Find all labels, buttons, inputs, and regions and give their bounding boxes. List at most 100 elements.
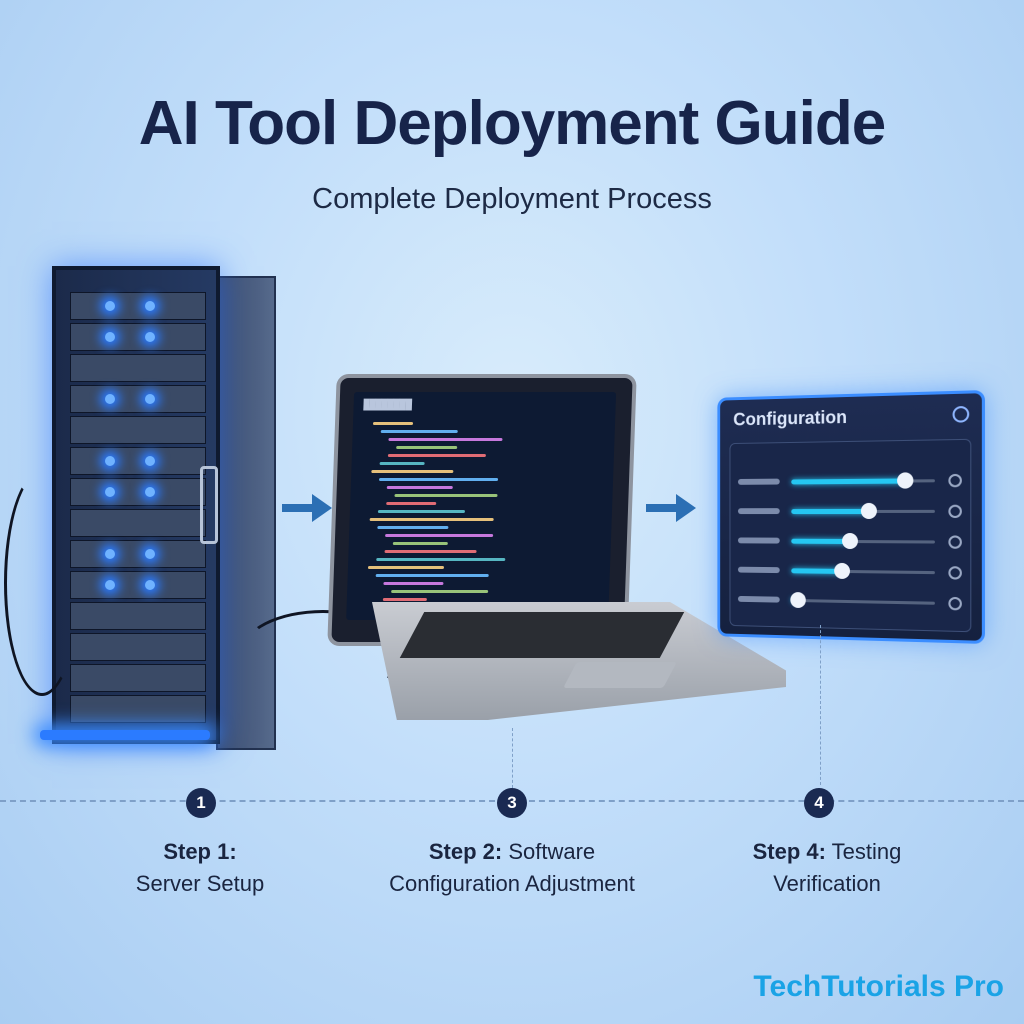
laptop-touchpad — [563, 662, 677, 688]
slider-label — [737, 537, 780, 544]
code-line — [377, 526, 449, 529]
slider-fill — [791, 478, 906, 485]
step-title: Software — [502, 839, 596, 864]
status-led-icon — [145, 394, 155, 404]
slider-track — [791, 598, 935, 605]
status-led-icon — [105, 456, 115, 466]
code-line — [383, 582, 444, 585]
slider-list — [729, 438, 972, 633]
step-description: Verification — [773, 871, 881, 896]
code-line — [382, 598, 427, 601]
code-line — [376, 558, 506, 561]
page-title: AI Tool Deployment Guide — [138, 89, 886, 158]
status-led-icon — [105, 301, 115, 311]
reset-icon[interactable] — [948, 596, 962, 611]
cable-left — [4, 470, 80, 696]
code-line — [380, 430, 458, 433]
code-line — [386, 486, 453, 489]
editor-title: ████████ — [363, 400, 413, 411]
step-description: Configuration Adjustment — [389, 871, 635, 896]
rack-unit — [70, 664, 206, 692]
status-led-icon — [105, 580, 115, 590]
step-prefix: Step 4: — [752, 839, 826, 864]
code-line — [372, 422, 414, 425]
code-line — [396, 446, 458, 449]
server-rack-illustration — [52, 266, 278, 754]
rack-unit — [70, 416, 206, 444]
step-number-badge: 3 — [497, 788, 527, 818]
code-line — [384, 550, 477, 553]
code-line — [391, 590, 489, 593]
step-description: Server Setup — [135, 871, 265, 896]
rack-unit — [70, 447, 206, 475]
rack-unit — [70, 571, 206, 599]
status-led-icon — [105, 549, 115, 559]
setting-slider[interactable] — [737, 591, 962, 611]
code-line — [388, 438, 503, 441]
rack-unit — [70, 540, 206, 568]
step-label: Step 4: Testing Verification — [712, 836, 942, 900]
rack-unit — [70, 509, 206, 537]
configuration-panel: Configuration — [717, 390, 986, 644]
status-led-icon — [145, 456, 155, 466]
slider-handle[interactable] — [790, 591, 806, 609]
brand-logo-text: TechTutorials Pro — [753, 970, 1004, 1003]
status-led-icon — [145, 487, 155, 497]
rack-unit — [70, 695, 206, 723]
step-prefix: Step 1: — [163, 839, 237, 864]
rack-handle — [200, 466, 218, 544]
status-led-icon — [145, 301, 155, 311]
reset-icon[interactable] — [948, 535, 962, 549]
code-line — [377, 510, 465, 513]
slider-handle[interactable] — [861, 502, 878, 520]
setting-slider[interactable] — [737, 562, 962, 580]
code-line — [387, 454, 486, 457]
rack-unit — [70, 633, 206, 661]
connector-dash — [512, 728, 513, 788]
rack-unit — [70, 292, 206, 320]
rack-unit — [70, 385, 206, 413]
slider-label — [737, 595, 780, 603]
status-led-icon — [145, 580, 155, 590]
slider-fill — [791, 508, 870, 515]
code-line — [367, 566, 445, 569]
code-line — [371, 470, 454, 473]
code-line — [369, 518, 494, 521]
rack-unit — [70, 354, 206, 382]
step-number-badge: 1 — [186, 788, 216, 818]
step-label: Step 2: Software Configuration Adjustmen… — [362, 836, 662, 900]
code-line — [375, 574, 489, 577]
code-line — [379, 478, 499, 481]
status-led-icon — [105, 332, 115, 342]
slider-handle[interactable] — [897, 472, 914, 489]
rack-base-glow — [40, 730, 210, 740]
step-prefix: Step 2: — [428, 839, 503, 864]
rack-front-panel — [52, 266, 220, 744]
reset-icon[interactable] — [948, 473, 962, 488]
step-title: Testing — [825, 839, 902, 864]
arrow-right-icon — [282, 494, 332, 522]
code-line — [394, 494, 498, 497]
step-label: Step 1: Server Setup — [90, 836, 310, 900]
step-number-badge: 4 — [804, 788, 834, 818]
code-line — [385, 534, 494, 537]
status-led-icon — [145, 549, 155, 559]
page-subtitle: Complete Deployment Process — [312, 183, 712, 215]
setting-slider[interactable] — [737, 532, 962, 550]
reset-icon[interactable] — [948, 566, 962, 580]
setting-slider[interactable] — [737, 472, 962, 489]
rack-unit — [70, 602, 206, 630]
slider-label — [737, 508, 780, 515]
rack-unit — [70, 478, 206, 506]
rack-unit — [70, 323, 206, 351]
slider-handle[interactable] — [842, 532, 859, 550]
code-line — [386, 502, 437, 505]
reset-icon[interactable] — [948, 504, 962, 519]
code-line — [379, 462, 425, 465]
status-led-icon — [145, 332, 155, 342]
code-line — [392, 542, 448, 545]
slider-handle[interactable] — [833, 562, 850, 580]
setting-slider[interactable] — [737, 502, 962, 520]
close-icon[interactable] — [952, 405, 970, 423]
slider-label — [737, 478, 780, 485]
